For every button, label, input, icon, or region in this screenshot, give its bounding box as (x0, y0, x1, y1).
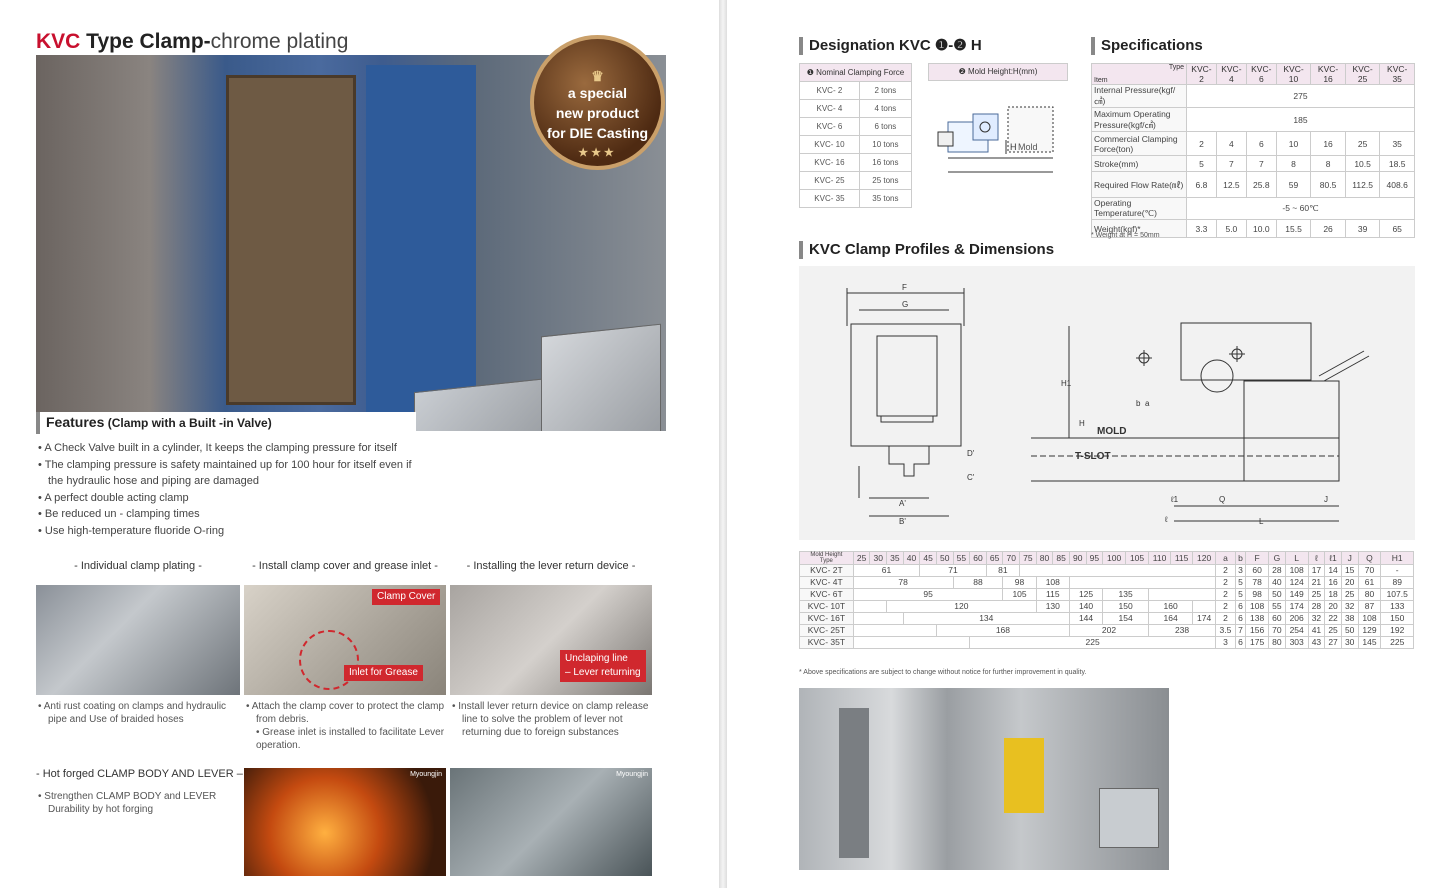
svg-text:MOLD: MOLD (1097, 426, 1126, 437)
note-cover: • Attach the clamp cover to protect the … (246, 701, 445, 751)
clamp-cover-photo: Clamp Cover Inlet for Grease (244, 585, 446, 695)
robot-arm (1004, 738, 1044, 813)
factory-installation-photo (799, 688, 1169, 870)
svg-text:A': A' (899, 499, 906, 508)
dimension-footnote: * Above specifications are subject to ch… (799, 669, 1087, 676)
svg-text:C': C' (967, 473, 975, 482)
profiles-heading: KVC Clamp Profiles & Dimensions (799, 241, 1054, 259)
forged-parts-photo: Myoungjin (450, 768, 652, 876)
machine-column (839, 708, 869, 858)
svg-text:a: a (1145, 399, 1150, 408)
svg-text:H: H (1010, 142, 1017, 152)
mold-height-header: ❷ Mold Height:H(mm) (928, 63, 1068, 81)
features-heading: Features (Clamp with a Built -in Valve) (36, 412, 416, 434)
svg-text:D': D' (967, 449, 975, 458)
page-gutter (719, 0, 727, 888)
list-item: • A perfect double acting clamp (38, 491, 189, 504)
crown-icon: ♛ (591, 68, 604, 84)
clamp-unit (1099, 788, 1159, 848)
designation-heading: Designation KVC ❶-❷ H (799, 37, 982, 55)
list-item: • A Check Valve built in a cylinder, It … (38, 442, 397, 454)
svg-text:L: L (1259, 517, 1264, 526)
special-product-badge: ♛ a special new product for DIE Casting … (530, 35, 665, 170)
table-row: Operating Temperature(℃)-5 ~ 60℃ (1091, 197, 1415, 220)
forged-heading: - Hot forged CLAMP BODY AND LEVER – (36, 768, 243, 780)
clamp-unit-2 (541, 323, 661, 431)
list-item: • Use high-temperature fluoride O-ring (38, 524, 225, 537)
caption-lever: - Installing the lever return device - (466, 560, 636, 572)
watermark: Myoungjin (616, 771, 648, 778)
svg-text:B': B' (899, 517, 906, 526)
svg-text:ℓ: ℓ (1164, 515, 1168, 524)
svg-text:J: J (1324, 495, 1328, 504)
note-lever: • Install lever return device on clamp r… (452, 701, 649, 738)
caption-cover: - Install clamp cover and grease inlet - (252, 560, 438, 572)
table-row: Maximum Operating Pressure(kgf/㎠)185 (1091, 107, 1415, 132)
grease-inlet-label: Inlet for Grease (344, 665, 423, 681)
force-header: ❶ Nominal Clamping Force (799, 63, 912, 82)
svg-text:H: H (1079, 419, 1085, 428)
table-row: Internal Pressure(kgf/㎠)275 (1091, 84, 1415, 108)
svg-text:Mold: Mold (1018, 142, 1038, 152)
machine-platen (366, 65, 476, 415)
clamp-dimension-drawing: F G H1 H b a C' D' A' B' Q L J ℓ1 ℓ MOLD… (799, 266, 1415, 540)
svg-text:F: F (902, 283, 907, 292)
clamp-cover-label: Clamp Cover (372, 589, 441, 605)
list-item: • Be reduced un - clamping times (38, 508, 200, 520)
hot-forging-photo: Myoungjin (244, 768, 446, 876)
specifications-heading: Specifications (1091, 37, 1203, 55)
svg-text:Q: Q (1219, 495, 1225, 504)
svg-text:b: b (1136, 399, 1141, 408)
lever-return-photo: Unclaping line– Lever returning (450, 585, 652, 695)
watermark: Myoungjin (410, 771, 442, 778)
page-title: KVC Type Clamp-chrome plating (36, 30, 349, 53)
weight-footnote: * Weight at H = 50mm (1091, 232, 1160, 239)
caption-plating: - Individual clamp plating - (74, 560, 202, 572)
note-plating: • Anti rust coating on clamps and hydrau… (38, 701, 227, 725)
plated-clamps-photo (36, 585, 240, 695)
features-list: • A Check Valve built in a cylinder, It … (38, 440, 428, 539)
list-item: • The clamping pressure is safety mainta… (38, 458, 412, 488)
svg-text:T-SLOT: T-SLOT (1075, 451, 1111, 462)
die-casting-mold (226, 75, 356, 405)
svg-text:G: G (902, 300, 908, 309)
svg-text:ℓ1: ℓ1 (1170, 495, 1179, 504)
mold-height-diagram: H Mold (937, 106, 1054, 173)
unclamp-line-label: Unclaping line– Lever returning (560, 650, 646, 682)
svg-text:H1: H1 (1061, 379, 1072, 388)
forged-note: • Strengthen CLAMP BODY and LEVER Durabi… (38, 791, 217, 815)
grease-inlet-circle (299, 630, 359, 690)
technical-drawing: F G H1 H b a C' D' A' B' Q L J ℓ1 ℓ MOLD… (846, 283, 1370, 526)
